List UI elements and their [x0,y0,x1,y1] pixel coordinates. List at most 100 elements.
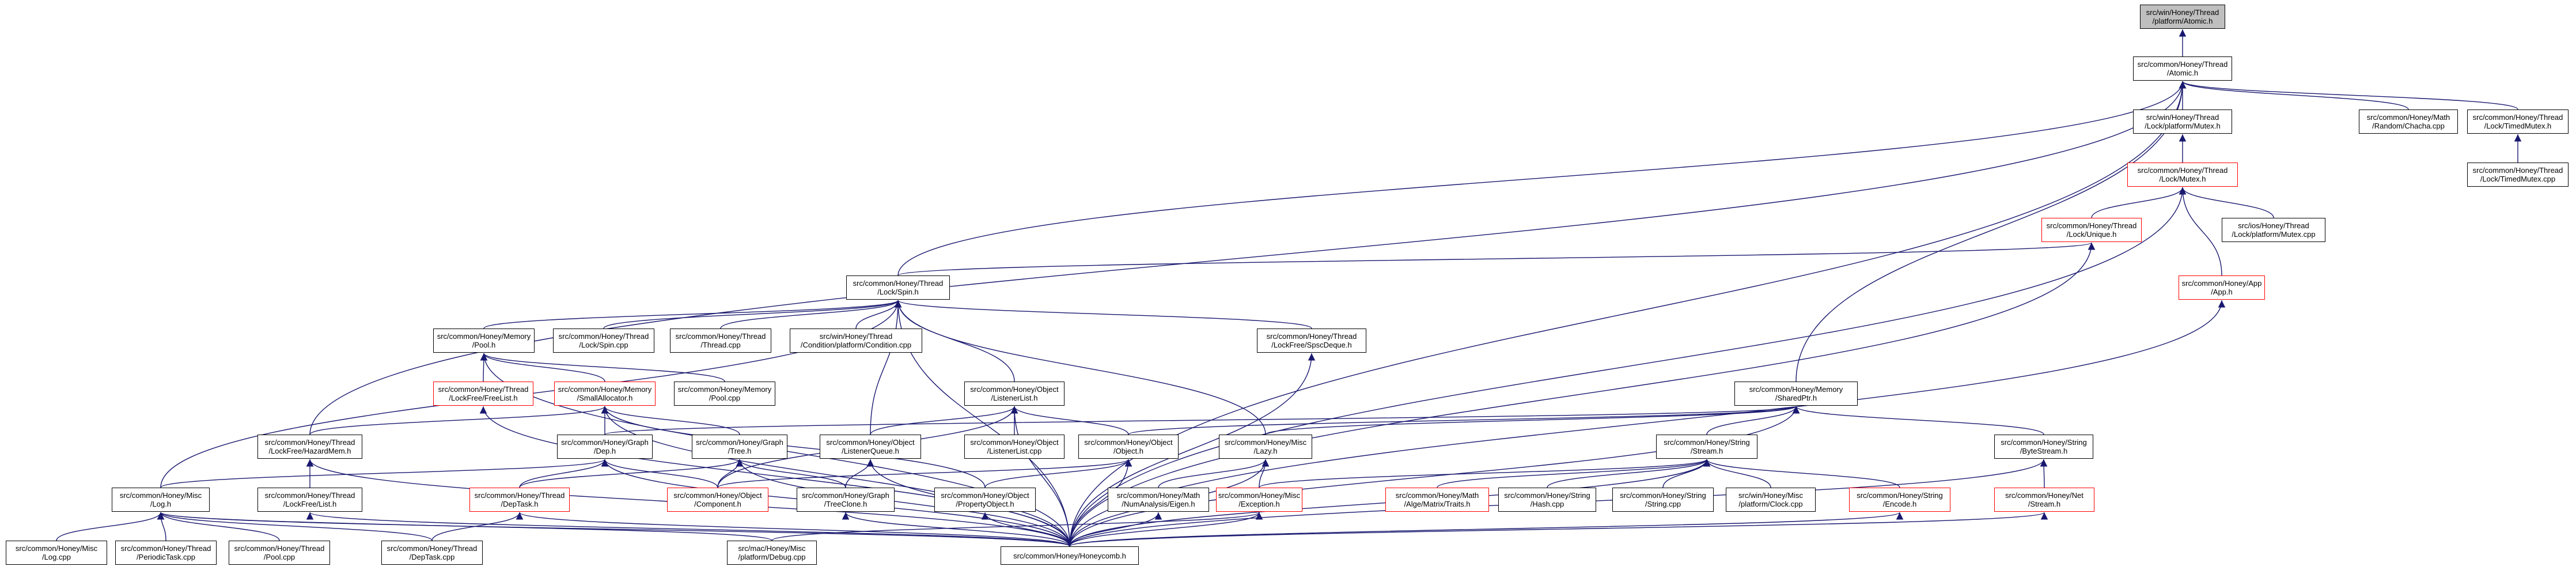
edge-chacha-to-atomic [2179,81,2409,110]
edge-thread-pool-to-log-h [157,512,280,541]
edge-alge-to-stream-h [1437,459,1711,488]
node-propertyobj[interactable]: src/common/Honey/Object /PropertyObject.… [934,488,1036,512]
node-timedmutex-h[interactable]: src/common/Honey/Thread /Lock/TimedMutex… [2467,110,2569,134]
node-pool-cpp[interactable]: src/common/Honey/Memory /Pool.cpp [674,382,775,406]
node-object-h[interactable]: src/common/Honey/Object /Object.h [1078,435,1179,459]
edge-deptask-h-to-dep-h [519,459,609,488]
node-stream-h[interactable]: src/common/Honey/String /Stream.h [1656,435,1757,459]
node-label: src/common/Honey/Thread /Lock/TimedMutex… [2472,166,2563,183]
node-eigen[interactable]: src/common/Honey/Math /NumAnalysis/Eigen… [1108,488,1209,512]
edge-honeycomb-to-freelist-lf [306,512,1070,547]
node-thread-cpp[interactable]: src/common/Honey/Thread /Thread.cpp [670,329,771,353]
node-sharedptr[interactable]: src/common/Honey/Memory /SharedPtr.h [1734,382,1858,406]
node-debug-cpp[interactable]: src/mac/Honey/Misc /platform/Debug.cpp [727,541,817,565]
edge-deptask-cpp-to-deptask-h [431,512,524,541]
node-condition[interactable]: src/win/Honey/Thread /Condition/platform… [790,329,922,353]
node-log-h[interactable]: src/common/Honey/Misc /Log.h [112,488,210,512]
node-label: src/common/Honey/Thread /Lock/Spin.h [853,279,944,296]
edge-smallalloc-to-pool-h [480,353,605,382]
node-listenerqueue[interactable]: src/common/Honey/Object /ListenerQueue.h [820,435,921,459]
node-thread-pool[interactable]: src/common/Honey/Thread /Pool.cpp [229,541,330,565]
edge-pool-cpp-to-pool-h [480,353,725,382]
edge-app-to-mutex-h [2179,187,2222,276]
node-spscdeque[interactable]: src/common/Honey/Thread /LockFree/SpscDe… [1257,329,1366,353]
node-label: src/common/Honey/String /Hash.cpp [1504,491,1590,508]
node-label: src/common/Honey/Object /ListenerList.cp… [970,438,1059,455]
node-label: src/common/Honey/Thread /DepTask.cpp [387,544,478,561]
edge-spscdeque-to-spin-h [895,300,1312,329]
node-deptask-h[interactable]: src/common/Honey/Thread /DepTask.h [469,488,570,512]
node-label: src/common/Honey/String /Stream.h [1664,438,1750,455]
node-label: src/common/Honey/Graph /Dep.h [561,438,649,455]
node-atomic[interactable]: src/common/Honey/Thread /Atomic.h [2133,56,2232,81]
edge-eigen-to-lazy-h [1158,459,1270,488]
edge-honeycomb-to-net-stream [1069,512,2048,547]
node-label: src/common/Honey/Object /Object.h [1084,438,1173,455]
edge-sharedptr-to-atomic [1795,81,2187,382]
edge-spin-h-to-unique [897,242,2095,276]
node-bytestream[interactable]: src/common/Honey/String /ByteStream.h [1994,435,2093,459]
node-label: src/common/Honey/Thread /PeriodicTask.cp… [120,544,211,561]
node-log-cpp[interactable]: src/common/Honey/Misc /Log.cpp [6,541,107,565]
edge-honeycomb-to-log-h [157,512,1070,547]
edge-lazy-h-to-spin-h [894,300,1266,435]
edge-honeycomb-to-propertyobj [981,512,1070,547]
node-label: src/common/Honey/Thread /LockFree/Hazard… [264,438,355,455]
node-honeycomb[interactable]: src/common/Honey/Honeycomb.h [1001,546,1139,565]
node-lazy-h[interactable]: src/common/Honey/Misc /Lazy.h [1219,435,1312,459]
node-label: src/common/Honey/Misc /Log.h [119,491,202,508]
node-listenerlist-h[interactable]: src/common/Honey/Object /ListenerList.h [964,382,1065,406]
edge-honeycomb-to-exception [1069,512,1263,547]
node-smallalloc[interactable]: src/common/Honey/Memory /SmallAllocator.… [554,382,656,406]
node-hazardmem[interactable]: src/common/Honey/Thread /LockFree/Hazard… [257,435,362,459]
node-net-stream[interactable]: src/common/Honey/Net /Stream.h [1994,488,2094,512]
edge-honeycomb-to-treeclone [842,512,1070,547]
node-pool-h[interactable]: src/common/Honey/Memory /Pool.h [433,329,535,353]
node-alge[interactable]: src/common/Honey/Math /Alge/Matrix/Trait… [1385,488,1489,512]
node-label: src/common/Honey/Thread /DepTask.h [474,491,565,508]
node-freelist-lf[interactable]: src/common/Honey/Thread /LockFree/List.h [257,488,362,512]
node-spin-cpp[interactable]: src/common/Honey/Thread /Lock/Spin.cpp [553,329,654,353]
node-label: src/common/Honey/Object /ListenerList.h [970,385,1059,402]
node-ios-mutex[interactable]: src/ios/Honey/Thread /Lock/platform/Mute… [2222,218,2325,242]
edge-honeycomb-to-eigen [1069,512,1162,547]
node-component[interactable]: src/common/Honey/Object /Component.h [667,488,768,512]
node-label: src/win/Honey/Misc /platform/Clock.cpp [1738,491,1803,508]
node-label: src/common/Honey/Thread /LockFree/SpscDe… [1266,332,1357,349]
edge-object-h-to-sharedptr [1128,406,1800,435]
node-mutex-h[interactable]: src/common/Honey/Thread /Lock/Mutex.h [2127,163,2238,187]
node-label: src/common/Honey/Memory /Pool.cpp [677,385,772,402]
node-label: src/common/Honey/App /App.h [2181,279,2262,296]
node-label: src/ios/Honey/Thread /Lock/platform/Mute… [2232,221,2316,239]
node-label: src/common/Honey/Misc /Exception.h [1218,491,1301,508]
node-label: src/common/Honey/Thread /LockFree/FreeLi… [438,385,529,402]
edge-treeclone-to-tree-h [736,459,846,488]
node-deptask-cpp[interactable]: src/common/Honey/Thread /DepTask.cpp [381,541,483,565]
node-label: src/common/Honey/Thread /Atomic.h [2137,60,2228,77]
node-chacha[interactable]: src/common/Honey/Math /Random/Chacha.cpp [2359,110,2458,134]
node-hash-cpp[interactable]: src/common/Honey/String /Hash.cpp [1498,488,1596,512]
node-treeclone[interactable]: src/common/Honey/Graph /TreeClone.h [797,488,895,512]
node-win-mutex[interactable]: src/win/Honey/Thread /Lock/platform/Mute… [2133,110,2232,134]
node-dep-h[interactable]: src/common/Honey/Graph /Dep.h [557,435,653,459]
edge-tree-h-to-smallalloc [601,406,740,435]
edge-propertyobj-to-smallalloc [601,406,986,488]
node-unique[interactable]: src/common/Honey/Thread /Lock/Unique.h [2041,218,2142,242]
node-string-cpp[interactable]: src/common/Honey/String /String.cpp [1612,488,1714,512]
node-label: src/win/Honey/Thread /Lock/platform/Mute… [2145,113,2221,130]
node-listenerlist-cpp[interactable]: src/common/Honey/Object /ListenerList.cp… [964,435,1065,459]
node-timedmutex-cpp[interactable]: src/common/Honey/Thread /Lock/TimedMutex… [2467,163,2569,187]
node-encode-h[interactable]: src/common/Honey/String /Encode.h [1849,488,1950,512]
node-exception[interactable]: src/common/Honey/Misc /Exception.h [1216,488,1302,512]
node-spin-h[interactable]: src/common/Honey/Thread /Lock/Spin.h [846,275,950,300]
node-label: src/common/Honey/Math /Alge/Matrix/Trait… [1395,491,1479,508]
node-clock-cpp[interactable]: src/win/Honey/Misc /platform/Clock.cpp [1726,488,1816,512]
node-tree-h[interactable]: src/common/Honey/Graph /Tree.h [692,435,787,459]
edge-honeycomb-to-encode-h [1069,512,1903,547]
node-freelist[interactable]: src/common/Honey/Thread /LockFree/FreeLi… [433,382,533,406]
edge-debug-cpp-to-exception [771,512,1263,541]
node-label: src/common/Honey/Thread /Lock/TimedMutex… [2472,113,2563,130]
node-periodictask[interactable]: src/common/Honey/Thread /PeriodicTask.cp… [115,541,217,565]
node-app[interactable]: src/common/Honey/App /App.h [2179,275,2265,300]
